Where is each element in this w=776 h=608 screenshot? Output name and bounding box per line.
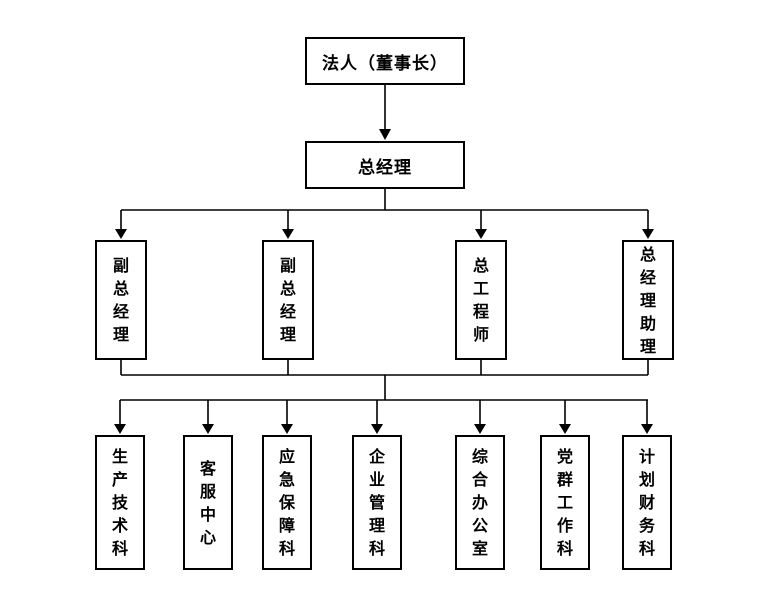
node-production-tech-section: 生产技术科 [95,435,145,570]
node-general-manager: 总经理 [305,141,465,189]
node-deputy-gm-2-label: 副总经理 [279,256,296,344]
arrowhead [475,229,487,239]
node-party-mass-work-section: 党群工作科 [540,435,590,570]
connector-gm-to-level3 [115,189,654,239]
node-enterprise-management-section-label: 企业管理科 [368,447,385,558]
node-general-manager-label: 总经理 [358,157,412,178]
node-general-office: 综合办公室 [455,435,505,570]
node-chief-engineer-label: 总工程师 [472,256,489,344]
arrowhead [115,229,127,239]
node-planning-finance-section-label: 计划财务科 [638,447,655,558]
node-deputy-gm-1-label: 副总经理 [112,256,129,344]
node-chief-engineer: 总工程师 [455,240,507,360]
arrowhead [474,424,486,434]
node-enterprise-management-section: 企业管理科 [352,435,402,570]
node-deputy-gm-1: 副总经理 [95,240,147,360]
connector-level3-to-level4 [114,360,653,434]
arrowhead [642,229,654,239]
node-chairman: 法人（董事长） [305,37,465,85]
node-party-mass-work-section-label: 党群工作科 [556,447,573,558]
node-emergency-support-section-label: 应急保障科 [278,447,295,558]
node-chairman-label: 法人（董事长） [322,53,448,74]
node-emergency-support-section: 应急保障科 [262,435,312,570]
arrowhead [379,129,391,140]
node-customer-service-center: 客服中心 [183,435,233,570]
node-customer-service-center-label: 客服中心 [199,458,216,547]
arrowhead [371,424,383,434]
arrowhead [559,424,571,434]
node-planning-finance-section: 计划财务科 [622,435,672,570]
arrowhead [282,229,294,239]
node-deputy-gm-2: 副总经理 [262,240,314,360]
node-gm-assistant: 总经理助理 [622,240,674,360]
connector-root-to-gm [379,85,391,140]
arrowhead [114,424,126,434]
node-production-tech-section-label: 生产技术科 [111,447,128,558]
arrowhead [281,424,293,434]
arrowhead [641,424,653,434]
node-general-office-label: 综合办公室 [471,447,488,558]
node-gm-assistant-label: 总经理助理 [639,244,656,356]
arrowhead [202,424,214,434]
